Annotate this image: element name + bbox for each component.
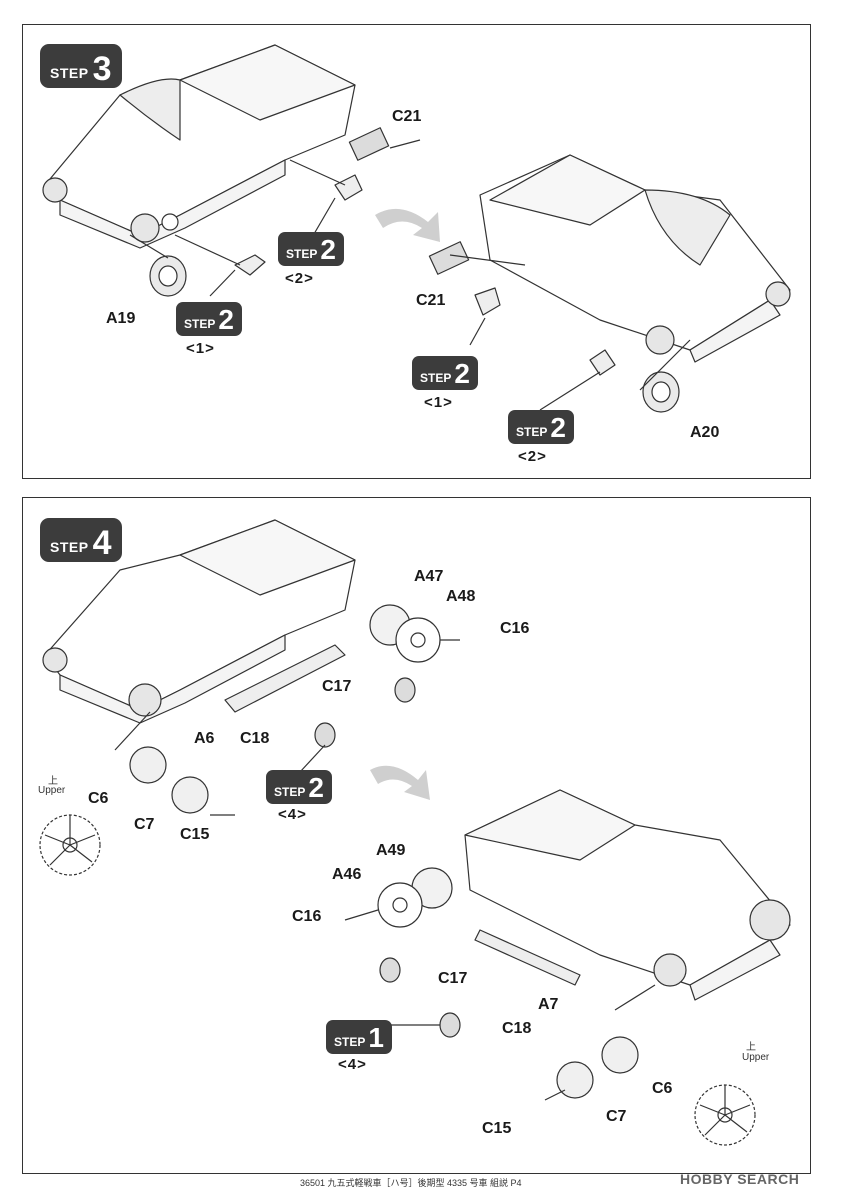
step-4-badge: STEP 4: [40, 518, 122, 562]
upper-label: Upper: [38, 785, 66, 796]
step-number: 2: [454, 358, 470, 389]
step-ref-sub: <1>: [186, 340, 215, 357]
hull-illustration-step4-left: [42, 519, 356, 724]
part-label-c16: C16: [500, 620, 530, 637]
step-word: STEP: [516, 425, 548, 439]
rotate-arrow-step4: [370, 765, 430, 800]
upper-label: Upper: [742, 1052, 770, 1063]
step-ref-badge: STEP 2: [508, 410, 574, 444]
step-ref-sub: <4>: [278, 806, 307, 823]
part-label-c15: C15: [482, 1120, 512, 1137]
step-ref-badge: STEP 2: [266, 770, 332, 804]
part-label-c18: C18: [502, 1020, 532, 1037]
step-word: STEP: [50, 539, 89, 555]
step-ref-badge: STEP 2: [278, 232, 344, 266]
step-3-badge: STEP 3: [40, 44, 122, 88]
part-a7: [474, 929, 581, 986]
step-ref-badge: STEP 2: [412, 356, 478, 390]
part-label-c21: C21: [392, 108, 422, 125]
part-label-c6: C6: [88, 790, 109, 807]
page-footer: 36501 九五式軽戦車［ハ号］後期型 4335 号車 組説 P4: [300, 1178, 522, 1188]
part-a6: [224, 644, 346, 713]
sprocket-c7-right: [556, 1061, 594, 1099]
part-label-a47: A47: [414, 568, 444, 585]
step-word: STEP: [50, 65, 89, 81]
sprocket-c6-right: [601, 1036, 639, 1074]
step-word: STEP: [184, 317, 216, 331]
part-label-c17: C17: [438, 970, 468, 987]
rotate-arrow-step3: [375, 208, 440, 242]
part-c21-top: [348, 127, 390, 161]
part-label-c7: C7: [134, 816, 155, 833]
step-word: STEP: [274, 785, 306, 799]
part-c21-right: [428, 241, 470, 275]
step-number: 2: [550, 412, 566, 443]
upper-label-jp: 上: [746, 1042, 756, 1053]
step-word: STEP: [420, 371, 452, 385]
step-ref-sub: <1>: [424, 394, 453, 411]
upper-label-jp: 上: [48, 776, 58, 787]
step-ref-sub: <2>: [285, 270, 314, 287]
step-ref-badge: STEP 2: [176, 302, 242, 336]
step-ref-sub: <4>: [338, 1056, 367, 1073]
sprocket-c6-left: [129, 746, 167, 784]
step-number: 2: [218, 304, 234, 335]
step-word: STEP: [286, 247, 318, 261]
hull-illustration-step4-right: [464, 789, 791, 1001]
part-label-c21: C21: [416, 292, 446, 309]
watermark: HOBBY SEARCH: [680, 1171, 800, 1187]
step-word: STEP: [334, 1035, 366, 1049]
hull-illustration-step3-left: [42, 44, 356, 249]
step-number: 4: [92, 524, 112, 562]
part-label-c7: C7: [606, 1108, 627, 1125]
wheel-a19: [149, 255, 187, 297]
step-number: 2: [320, 234, 336, 265]
part-label-c16: C16: [292, 908, 322, 925]
step-number: 1: [368, 1022, 384, 1053]
part-label-a49: A49: [376, 842, 406, 859]
part-label-a7: A7: [538, 996, 559, 1013]
part-label-a20: A20: [690, 424, 720, 441]
step-ref-badge: STEP 1: [326, 1020, 392, 1054]
part-label-a48: A48: [446, 588, 476, 605]
part-label-a46: A46: [332, 866, 362, 883]
step-number: 2: [308, 772, 324, 803]
wheel-a20: [642, 371, 680, 413]
sprocket-c7-left: [171, 776, 209, 814]
part-label-c6: C6: [652, 1080, 673, 1097]
step-number: 3: [92, 50, 112, 88]
step-ref-sub: <2>: [518, 448, 547, 465]
part-label-a6: A6: [194, 730, 215, 747]
part-label-c17: C17: [322, 678, 352, 695]
part-label-a19: A19: [106, 310, 136, 327]
part-label-c18: C18: [240, 730, 270, 747]
part-label-c15: C15: [180, 826, 210, 843]
hull-illustration-step3-right: [479, 154, 791, 363]
